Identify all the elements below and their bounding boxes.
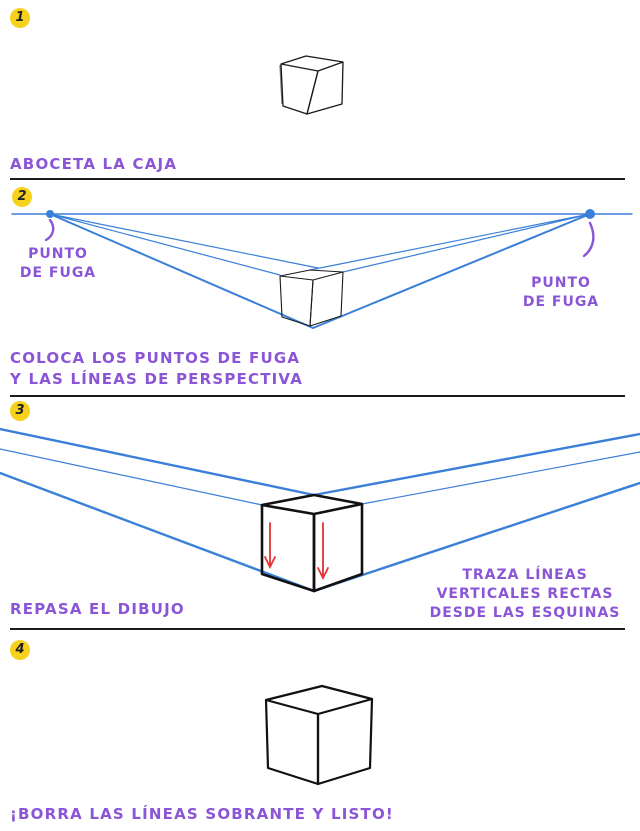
step-1-panel: 1 ABOCETA LA CAJA	[0, 0, 640, 180]
divider-2	[10, 395, 625, 397]
vp-left-pointer	[44, 218, 55, 242]
rough-box-sketch	[279, 55, 344, 115]
final-box-drawing	[264, 684, 374, 786]
perspective-construction	[11, 209, 633, 329]
divider-3	[10, 628, 625, 630]
vp-right-pointer	[582, 221, 595, 258]
step-3-panel: 3 TRAZA LÍNEAS VERTICALES RECTAS DESDE L…	[0, 397, 640, 629]
vp-left-label: PUNTO DE FUGA	[19, 246, 97, 281]
vp-right-label: PUNTO DE FUGA	[522, 275, 600, 310]
divider-1	[10, 178, 625, 180]
step-3-note: TRAZA LÍNEAS VERTICALES RECTAS DESDE LAS…	[429, 567, 621, 621]
vanishing-point-left	[46, 210, 54, 218]
step-1-caption: ABOCETA LA CAJA	[10, 155, 178, 173]
step-4-badge: 4	[10, 640, 30, 660]
step-4-caption: ¡BORRA LAS LÍNEAS SOBRANTE Y LISTO!	[10, 805, 394, 823]
step-2-caption: COLOCA LOS PUNTOS DE FUGA Y LAS LÍNEAS D…	[10, 349, 304, 388]
traced-box-drawing	[0, 427, 640, 593]
step-1-badge: 1	[10, 8, 30, 28]
step-4-panel: 4 ¡BORRA LAS LÍNEAS SOBRANTE Y LISTO!	[0, 630, 640, 831]
step-2-panel: 2 PUNTO DE FUGA PUNTO DE FUGA COLOC	[0, 180, 640, 395]
step-3-caption: REPASA EL DIBUJO	[10, 600, 185, 618]
step-2-badge: 2	[12, 187, 32, 207]
step-3-badge: 3	[10, 401, 30, 421]
vanishing-point-right	[585, 209, 595, 219]
